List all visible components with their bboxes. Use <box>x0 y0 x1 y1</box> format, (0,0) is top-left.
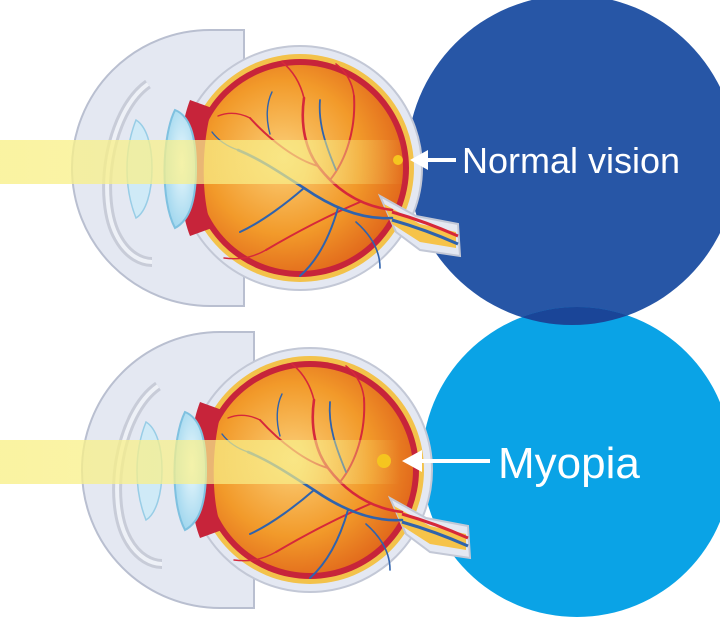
focus-point-normal <box>393 155 403 165</box>
focus-point-myopia <box>377 454 391 468</box>
myopia-label: Myopia <box>498 439 640 488</box>
arrow-normal-icon <box>410 150 456 170</box>
normal-vision-label: Normal vision <box>462 140 681 181</box>
myopia-circle <box>422 307 720 617</box>
light-beam-myopia <box>0 440 400 484</box>
light-beam-normal <box>0 140 405 184</box>
arrow-myopia-icon <box>402 450 490 472</box>
normal-vision-circle <box>407 0 720 325</box>
